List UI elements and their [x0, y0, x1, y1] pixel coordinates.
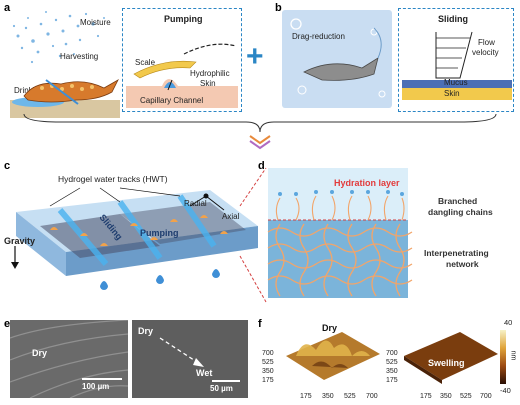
- moisture-label: Moisture: [80, 18, 111, 27]
- height-colorbar: [500, 330, 506, 384]
- gravity-label: Gravity: [4, 236, 36, 246]
- afm-swell-xtick-175: 175: [420, 393, 432, 400]
- panel-a-letter: a: [4, 2, 11, 14]
- mucus-label: Mucus: [444, 78, 468, 87]
- branched-label-line1: Branched: [438, 196, 478, 206]
- radial-label: Radial: [184, 199, 207, 208]
- flow-label-line1: Flow: [478, 38, 495, 47]
- capillary-channel-label: Capillary Channel: [140, 96, 204, 105]
- afm-swelling-label: Swelling: [428, 358, 465, 368]
- sliding-inset-box: [398, 8, 514, 112]
- sem-wet-region-label: Wet: [196, 368, 213, 378]
- moisture-mist-graphic: [12, 11, 105, 64]
- afm-dry-xtick-350: 350: [322, 393, 334, 400]
- scale-label: Scale: [135, 58, 156, 67]
- afm-swell-ytick-700: 700: [386, 350, 398, 357]
- sem-image-dry: Dry 100 µm: [10, 320, 128, 398]
- zoom-dashed-lines: [239, 167, 267, 303]
- colorbar-unit-label: nm: [509, 350, 517, 361]
- panel-f-letter: f: [258, 318, 262, 330]
- hydrophilic-label-line1: Hydrophilic: [190, 69, 230, 78]
- interpenetrating-label-line2: network: [446, 259, 479, 269]
- afm-swell-ytick-525: 525: [386, 359, 398, 366]
- pumping-inset-box: [122, 8, 242, 112]
- afm-swell-xtick-700: 700: [480, 393, 492, 400]
- afm-dry-xtick-175: 175: [300, 393, 312, 400]
- gravity-arrow-icon: [11, 246, 19, 269]
- afm-dry-ytick-700: 700: [262, 350, 274, 357]
- pumping-title: Pumping: [164, 14, 203, 24]
- afm-dry-ytick-350: 350: [262, 368, 274, 375]
- sem-dry-region-label: Dry: [138, 326, 154, 336]
- hwt-label: Hydrogel water tracks (HWT): [58, 174, 168, 184]
- colorbar-min-label: -40: [500, 386, 511, 395]
- afm-swelling-surface: [404, 332, 498, 384]
- thorny-lizard-illustration: [10, 78, 120, 118]
- afm-swell-ytick-350: 350: [386, 368, 398, 375]
- panel-b-letter: b: [275, 2, 282, 14]
- interpenetrating-label-line1: Interpenetrating: [424, 248, 489, 258]
- brace-connector: [23, 113, 497, 150]
- flow-velocity-profile: [402, 31, 512, 100]
- afm-dry-label: Dry: [322, 323, 338, 333]
- polymer-network-diagram: [267, 168, 413, 298]
- pumping-skin-diagram: [126, 43, 238, 108]
- colorbar-max-label: 40: [504, 318, 513, 327]
- plus-sign: +: [246, 40, 264, 73]
- panel-c-letter: c: [4, 160, 11, 172]
- pumping-track-label: Pumping: [140, 228, 179, 238]
- drag-reduction-label: Drag-reduction: [292, 32, 345, 41]
- sem-image-dry-wet: Dry Wet 50 µm: [132, 320, 248, 398]
- afm-swell-xtick-525: 525: [460, 393, 472, 400]
- skin-label: Skin: [444, 89, 460, 98]
- afm-dry-ytick-175: 175: [262, 377, 274, 384]
- scale-100um-label: 100 µm: [82, 382, 110, 391]
- axial-label: Axial: [222, 212, 240, 221]
- sem-dry-label: Dry: [32, 348, 48, 358]
- afm-dry-ytick-525: 525: [262, 359, 274, 366]
- hwt-slab-illustration: [16, 187, 258, 290]
- panel-d-letter: d: [258, 160, 265, 172]
- hydrophilic-label-line2: Skin: [200, 79, 216, 88]
- flow-label-line2: velocity: [472, 48, 499, 57]
- sem-dry-texture: [10, 320, 128, 398]
- afm-swell-xtick-350: 350: [440, 393, 452, 400]
- scale-50um-label: 50 µm: [210, 384, 233, 393]
- scale-bar-50um: [212, 380, 240, 382]
- afm-dry-surface: [286, 332, 380, 380]
- harvesting-label: Harvesting: [60, 52, 99, 61]
- afm-dry-xtick-525: 525: [344, 393, 356, 400]
- sliding-title: Sliding: [438, 14, 468, 24]
- scale-bar-100um: [82, 378, 122, 380]
- branched-label-line2: dangling chains: [428, 207, 493, 217]
- afm-dry-xtick-700: 700: [366, 393, 378, 400]
- dry-to-wet-arrow: [159, 337, 204, 367]
- afm-swell-ytick-175: 175: [386, 377, 398, 384]
- hydration-layer-label: Hydration layer: [334, 178, 400, 188]
- panel-e-letter: e: [4, 318, 11, 330]
- fish-water-scene: [282, 10, 392, 108]
